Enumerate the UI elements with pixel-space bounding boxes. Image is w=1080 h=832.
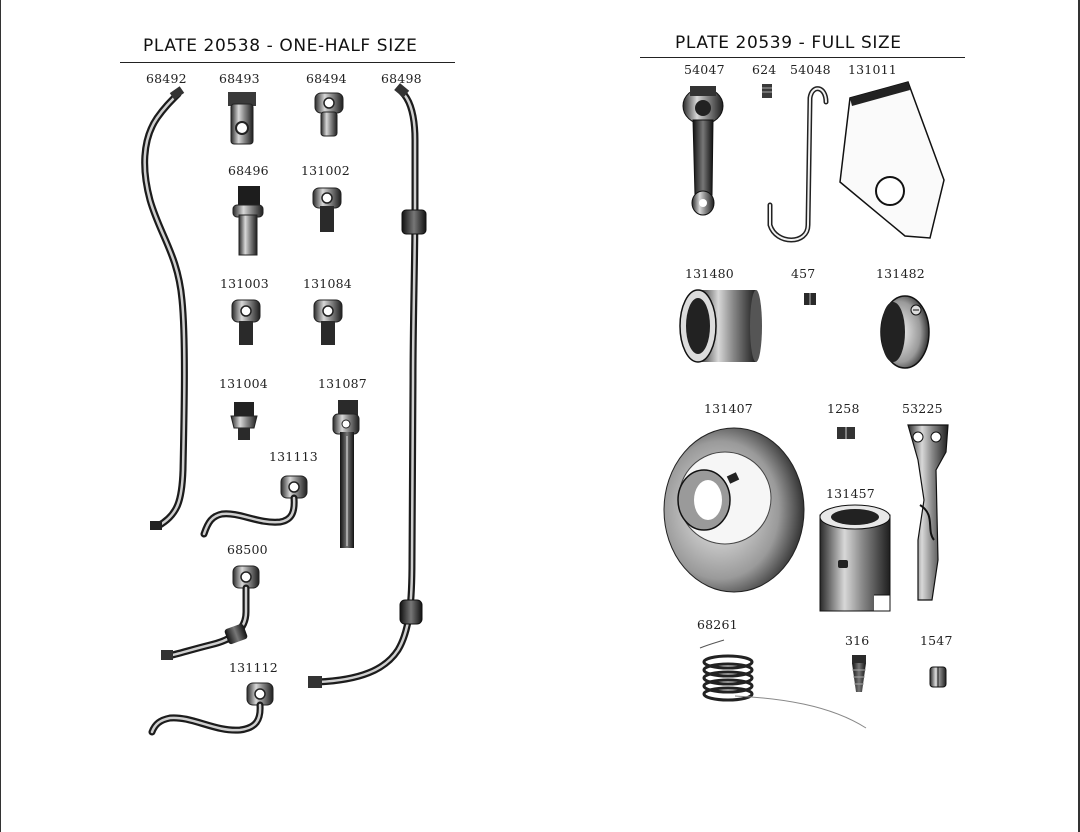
part-number-316: 316 bbox=[845, 633, 870, 648]
part-number-68492: 68492 bbox=[146, 71, 187, 86]
part-number-68500: 68500 bbox=[227, 542, 268, 557]
part-number-1258: 1258 bbox=[827, 401, 860, 416]
part-number-68496: 68496 bbox=[228, 163, 269, 178]
left-plate-rule bbox=[120, 62, 455, 63]
part-number-131480: 131480 bbox=[685, 266, 734, 281]
part-68494-fitting bbox=[314, 92, 344, 137]
part-number-68498: 68498 bbox=[381, 71, 422, 86]
part-number-131482: 131482 bbox=[876, 266, 925, 281]
page-left-edge bbox=[0, 0, 1, 832]
part-number-624: 624 bbox=[752, 62, 777, 77]
part-number-1547: 1547 bbox=[920, 633, 953, 648]
part-131087-fitting bbox=[332, 400, 360, 548]
part-68261-spring bbox=[699, 639, 867, 729]
part-number-131003: 131003 bbox=[220, 276, 269, 291]
part-number-68494: 68494 bbox=[306, 71, 347, 86]
part-131482-collar bbox=[880, 295, 930, 369]
part-131011-plate bbox=[839, 81, 945, 239]
part-number-131011: 131011 bbox=[848, 62, 897, 77]
part-131407-disc bbox=[663, 427, 805, 593]
part-number-54047: 54047 bbox=[684, 62, 725, 77]
part-131002-fitting bbox=[312, 187, 342, 232]
part-number-131407: 131407 bbox=[704, 401, 753, 416]
part-624-screw bbox=[762, 84, 772, 98]
part-68496-fitting bbox=[232, 186, 264, 256]
part-number-131087: 131087 bbox=[318, 376, 367, 391]
part-number-131113: 131113 bbox=[269, 449, 318, 464]
part-131004-nipple bbox=[230, 402, 258, 440]
part-number-53225: 53225 bbox=[902, 401, 943, 416]
part-number-54048: 54048 bbox=[790, 62, 831, 77]
part-68493-bracket bbox=[228, 92, 256, 145]
part-131084-fitting bbox=[313, 299, 343, 345]
part-68500-fitting bbox=[161, 565, 260, 660]
part-number-457: 457 bbox=[791, 266, 816, 281]
part-68498-oil-tube bbox=[308, 83, 427, 688]
part-131457-sleeve bbox=[819, 504, 891, 612]
part-number-68261: 68261 bbox=[697, 617, 738, 632]
part-1258-screw bbox=[837, 427, 855, 439]
part-53225-lever bbox=[907, 424, 949, 601]
part-number-131084: 131084 bbox=[303, 276, 352, 291]
part-number-131004: 131004 bbox=[219, 376, 268, 391]
part-316-screw bbox=[852, 655, 866, 692]
right-plate-heading: PLATE 20539 - FULL SIZE bbox=[675, 33, 902, 53]
part-54048-hook bbox=[767, 86, 829, 243]
part-number-131457: 131457 bbox=[826, 486, 875, 501]
part-457-screw bbox=[804, 293, 816, 305]
part-131480-bushing bbox=[679, 289, 762, 363]
part-131112-fitting bbox=[148, 682, 274, 736]
part-131003-fitting bbox=[231, 299, 261, 345]
part-1547-nut bbox=[929, 666, 947, 688]
part-131113-fitting bbox=[200, 475, 308, 538]
right-plate-rule bbox=[640, 57, 965, 58]
part-number-131002: 131002 bbox=[301, 163, 350, 178]
part-68492-oil-tube bbox=[141, 86, 188, 530]
part-number-68493: 68493 bbox=[219, 71, 260, 86]
page-right-edge bbox=[1078, 0, 1080, 832]
left-plate-heading: PLATE 20538 - ONE-HALF SIZE bbox=[143, 36, 418, 56]
part-54047-lever bbox=[682, 86, 724, 216]
part-number-131112: 131112 bbox=[229, 660, 278, 675]
